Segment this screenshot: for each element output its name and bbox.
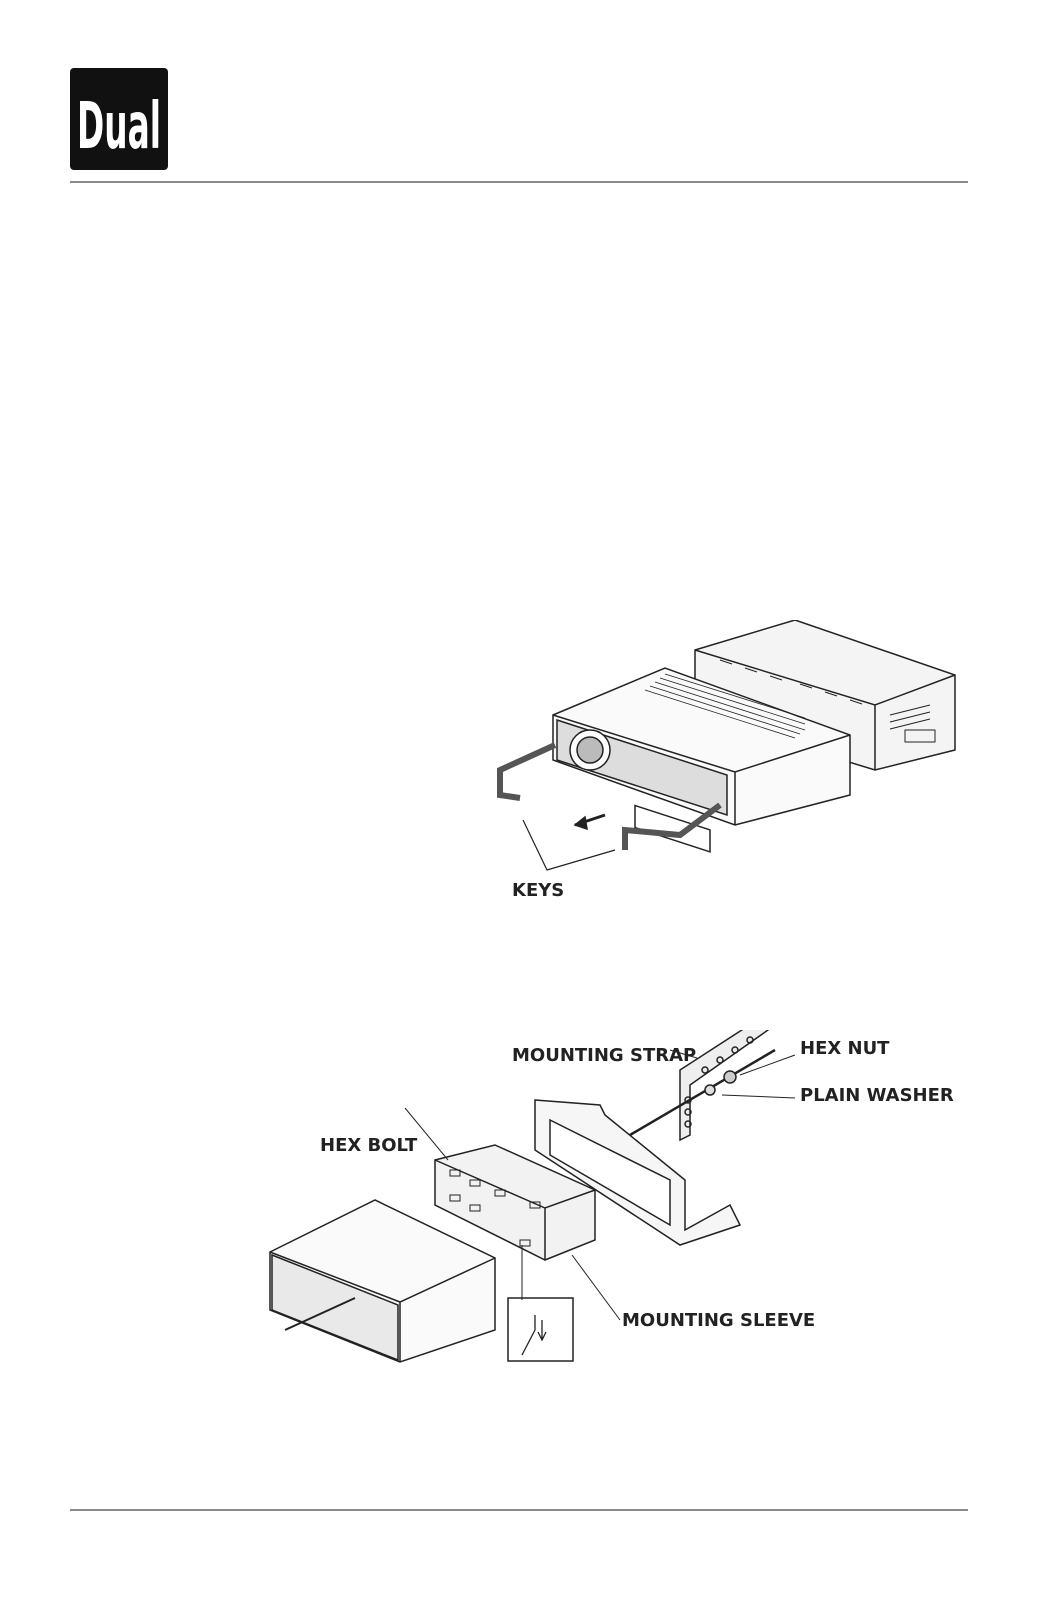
dual-logo: Dual ®: [70, 68, 171, 170]
footer-rule: [70, 1509, 968, 1511]
label-mounting-strap: MOUNTING STRAP: [512, 1045, 696, 1066]
logo-text: Dual: [77, 90, 161, 164]
label-plain-washer: PLAIN WASHER: [800, 1085, 954, 1106]
header-rule: [70, 181, 968, 183]
registered-mark: ®: [170, 69, 171, 78]
label-mounting-sleeve: MOUNTING SLEEVE: [622, 1310, 815, 1331]
label-hex-nut: HEX NUT: [800, 1038, 889, 1059]
label-hex-bolt: HEX BOLT: [320, 1135, 417, 1156]
label-keys: KEYS: [512, 880, 564, 901]
radio-removal-illustration: [495, 620, 985, 930]
